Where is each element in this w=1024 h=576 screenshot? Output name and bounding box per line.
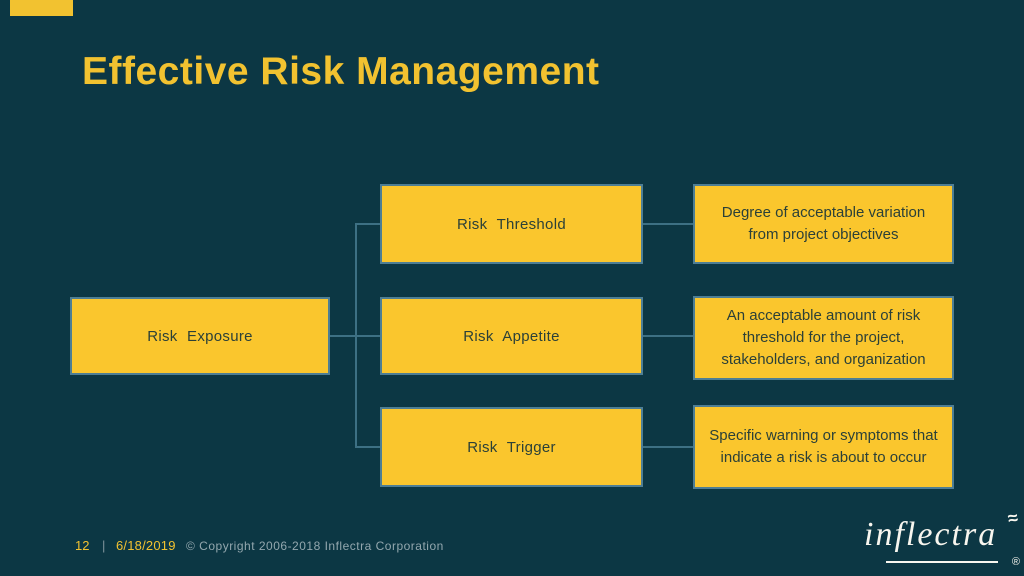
risk-appetite-label: Risk Appetite xyxy=(463,327,560,345)
slide-footer: 12 | 6/18/2019 © Copyright 2006-2018 Inf… xyxy=(0,538,1024,560)
risk-trigger-description-box: Specific warning or symptoms that indica… xyxy=(693,405,954,489)
slide-title: Effective Risk Management xyxy=(82,50,600,93)
connector-appetite-to-desc xyxy=(643,335,693,337)
logo-wordmark: inflectra xyxy=(864,516,998,553)
risk-appetite-box: Risk Appetite xyxy=(380,297,643,375)
risk-trigger-description: Specific warning or symptoms that indica… xyxy=(709,427,938,466)
page-number: 12 xyxy=(75,538,90,553)
copyright-notice: © Copyright 2006-2018 Inflectra Corporat… xyxy=(186,539,444,553)
connector-to-trigger xyxy=(355,446,381,448)
connector-to-threshold xyxy=(355,223,381,225)
connector-trigger-to-desc xyxy=(643,446,693,448)
risk-trigger-label: Risk Trigger xyxy=(467,438,556,456)
slide-date: 6/18/2019 xyxy=(116,538,176,553)
registered-trademark: ® xyxy=(1011,556,1020,568)
risk-threshold-box: Risk Threshold xyxy=(380,184,643,264)
risk-exposure-box: Risk Exposure xyxy=(70,297,330,375)
inflectra-logo: inflectra ≈ ® xyxy=(862,507,1022,572)
logo-underline xyxy=(886,561,998,563)
risk-threshold-description: Degree of acceptable variation from proj… xyxy=(721,204,926,243)
risk-threshold-description-box: Degree of acceptable variation from proj… xyxy=(693,184,954,264)
logo-squiggle-icon: ≈ xyxy=(1006,507,1020,529)
risk-threshold-label: Risk Threshold xyxy=(457,215,566,233)
top-accent-bar xyxy=(10,0,73,16)
connector-vertical-trunk xyxy=(355,223,357,448)
connector-threshold-to-desc xyxy=(643,223,693,225)
footer-separator: | xyxy=(102,538,106,553)
risk-exposure-label: Risk Exposure xyxy=(147,327,253,345)
risk-appetite-description: An acceptable amount of risk threshold f… xyxy=(721,307,926,368)
risk-appetite-description-box: An acceptable amount of risk threshold f… xyxy=(693,296,954,380)
risk-trigger-box: Risk Trigger xyxy=(380,407,643,487)
